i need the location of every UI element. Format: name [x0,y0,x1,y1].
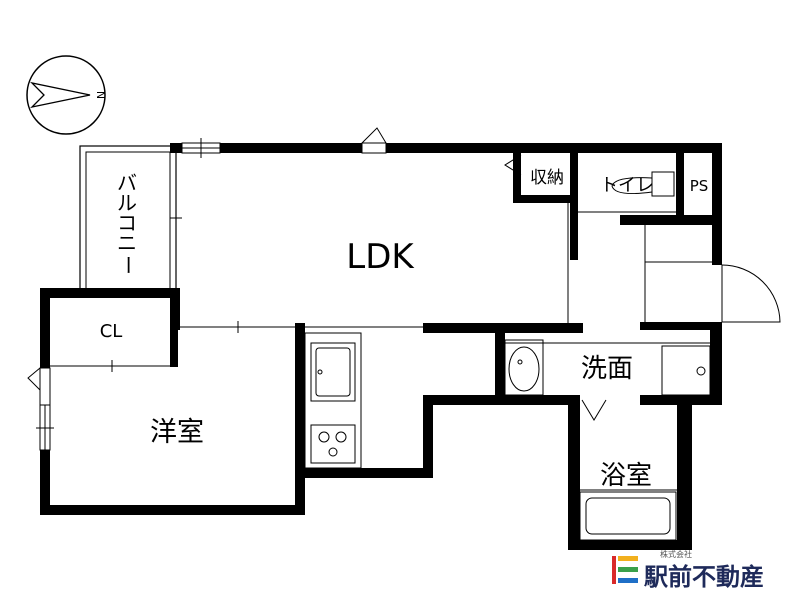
wall-west-right [295,323,305,515]
kitchen-sink-outer [310,342,356,402]
door-ldk-top [361,127,387,144]
compass: N [26,55,107,135]
logo-bar-blue [618,578,638,583]
room-label-bathroom: 浴室 [600,461,652,491]
wall-storage-bottom [513,195,570,203]
wall-kitchen-right [423,395,433,478]
stove-burner-1 [318,431,330,443]
washbasin-drain [517,359,523,365]
wall-kitchen-step [423,395,495,405]
logo-bar-red [612,556,616,584]
windows [36,138,221,451]
door-ldk-top-frame [361,142,387,154]
wall-bath-bottom [568,540,692,550]
bathtub [579,491,677,541]
room-label-washroom: 洗面 [581,354,633,384]
wall-top-left [170,143,182,153]
kitchen-sink-inner [315,347,351,397]
washroom-fixtures [504,339,711,396]
stove-burner-2 [335,431,347,443]
washbasin-bowl [508,346,540,392]
company-name: 駅前不動産 [644,563,764,591]
wall-storage-left [513,153,521,203]
room-label-ldk: LDK [346,237,415,277]
walls [40,143,722,550]
door-west-frame [39,367,51,406]
company-small-text: 株式会社 [660,549,692,559]
door-storage [504,154,522,176]
wall-right-bath [677,395,692,550]
wall-cl-right [170,323,178,367]
wall-west-top [40,288,180,298]
stove [310,424,356,464]
room-label-closet: CL [100,321,123,342]
wall-wash-left [495,323,505,405]
room-label-toilet: トイレ [600,175,654,196]
door-entrance-swing [721,264,781,323]
toilet-fixture [611,171,675,197]
wall-toilet-left [570,153,578,260]
wall-wash-bottom [495,395,580,405]
balcony-char-2: ル [117,191,137,215]
wall-hall-right [640,322,722,330]
company-logo [612,556,638,584]
wall-kitchen-bottom [305,468,433,478]
room-label-balcony: バ ル コ ニ ー [116,171,140,275]
balcony-char-1: バ [117,171,137,195]
compass-circle [26,55,106,135]
wall-right-upper [712,143,722,265]
wall-ps-left [676,153,684,218]
balcony-char-3: コ [117,211,137,235]
washbasin-counter [504,339,544,396]
balcony-char-4: ニ [117,231,137,255]
kitchen [304,332,362,469]
compass-north-letter: N [94,91,107,99]
wall-west-left-upper [40,288,50,368]
door-west [27,367,41,391]
wall-toilet-bottom [620,215,720,225]
logo-bar-yellow [618,556,638,561]
toilet-bowl [611,177,653,194]
kitchen-tap [317,369,323,375]
wall-west-right-top [295,323,305,333]
wall-top-main [220,143,720,153]
compass-needle [30,81,91,109]
room-label-western: 洋室 [150,417,204,448]
wall-ldk-left [170,290,180,330]
doors [27,127,781,421]
wall-bath-left [568,395,580,550]
logo-bar-green [618,567,638,572]
wall-west-left-lower [40,450,50,515]
thin-lines [50,203,712,491]
washing-machine [661,345,711,396]
balcony-char-5: ー [116,255,140,275]
washing-machine-drain [696,366,706,376]
stove-burner-3 [328,447,338,457]
kitchen-counter [304,332,362,469]
door-bath [581,399,607,421]
bathtub-inner [585,497,671,535]
wall-west-bottom [40,505,305,515]
room-label-ps: PS [690,177,709,195]
room-label-storage: 収納 [530,168,564,188]
bathtub-outer [579,491,677,541]
toilet-tank [651,171,675,197]
wall-right-middle [710,322,722,405]
